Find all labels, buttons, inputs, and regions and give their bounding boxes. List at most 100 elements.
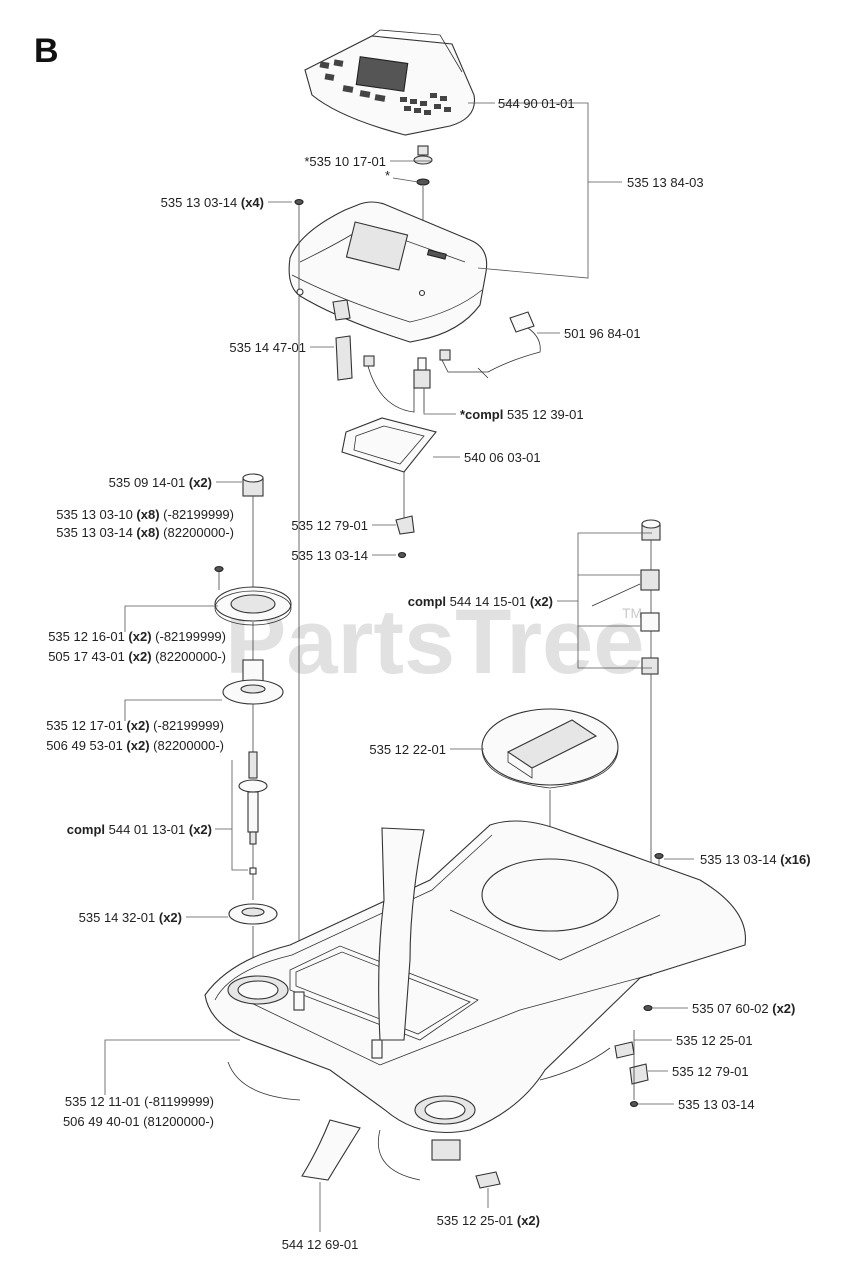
switch-drawing [363,355,431,413]
callout-535-13-03-14-x16[interactable]: 535 13 03-14 (x16) [700,852,811,867]
callout-part: (x2) [530,594,553,609]
callout-part: (-82199999) [160,507,234,522]
callout-506-49-53-01[interactable]: 506 49 53-01 (x2) (82200000-) [46,738,224,753]
callout-535-12-25-01-x2[interactable]: 535 12 25-01 (x2) [437,1213,540,1228]
callout-part: 535 13 84-03 [627,175,704,190]
callout-part: (x2) [189,475,212,490]
callout-part: (x2) [517,1213,540,1228]
sleeve-drawing [222,659,284,755]
callout-part: 535 12 79-01 [291,518,368,533]
callout-part: 544 01 13-01 [105,822,189,837]
callout-part: 501 96 84-01 [564,326,641,341]
callout-part: *535 10 17-01 [304,154,386,169]
callout-535-12-25-01[interactable]: 535 12 25-01 [676,1033,753,1048]
callout-part: 535 13 03-10 [56,507,136,522]
callout-part: (x2) [126,738,149,753]
callout-part: 535 12 11-01 (-81199999) [65,1094,214,1109]
callout-part: 535 12 79-01 [672,1064,749,1079]
callout-part: (x4) [241,195,264,210]
callout-540-06-03-01[interactable]: 540 06 03-01 [464,450,541,465]
callout-part: (x2) [159,910,182,925]
label-drawing [335,335,353,381]
shaft-drawing [238,751,268,900]
callout-labels: 544 90 01-01 *535 10 17-01 * 535 13 84-0… [46,96,810,1252]
callout-535-12-79-01-bottom[interactable]: 535 12 79-01 [672,1064,749,1079]
callout-part: (x2) [126,718,149,733]
watermark-tm: TM [622,605,642,621]
callout-part: 535 13 03-14 [56,525,136,540]
callout-535-13-84-03[interactable]: 535 13 84-03 [627,175,704,190]
callout-part: 535 13 03-14 [161,195,241,210]
callout-part: 535 13 03-14 [291,548,368,563]
callout-part: 544 14 15-01 [446,594,530,609]
callout-part: (x2) [772,1001,795,1016]
callout-535-13-03-10[interactable]: 535 13 03-10 (x8) (-82199999) [56,507,234,522]
clip-drawing [395,515,415,559]
callout-535-13-03-14-x4[interactable]: 535 13 03-14 (x4) [161,195,264,210]
callout-part: (x2) [189,822,212,837]
callout-535-10-17-01[interactable]: *535 10 17-01 [304,154,386,169]
top-cover-drawing [288,201,488,343]
callout-part: 535 12 17-01 [46,718,126,733]
callout-part: 544 90 01-01 [498,96,575,111]
callout-part: 535 12 22-01 [369,742,446,757]
callout-501-96-84-01[interactable]: 501 96 84-01 [564,326,641,341]
cable-drawing [439,311,541,379]
callout-part: (82200000-) [152,649,226,664]
callout-506-49-40-01[interactable]: 506 49 40-01 (81200000-) [63,1114,214,1129]
callout-part: (x2) [128,649,151,664]
callout-part: 540 06 03-01 [464,450,541,465]
callout-535-12-22-01[interactable]: 535 12 22-01 [369,742,446,757]
callout-535-13-03-14-x8[interactable]: 535 13 03-14 (x8) (82200000-) [56,525,234,540]
callout-505-17-43-01[interactable]: 505 17 43-01 (x2) (82200000-) [48,649,226,664]
callout-part: *compl [460,407,503,422]
callout-part: 535 12 39-01 [503,407,583,422]
callout-part: 505 17 43-01 [48,649,128,664]
callout-part: * [385,168,390,183]
callout-535-12-79-01-top[interactable]: 535 12 79-01 [291,518,368,533]
washer-drawing [228,903,278,970]
ribbon-cable-drawing [301,827,425,1181]
callout-544-01-13-01[interactable]: compl 544 01 13-01 (x2) [67,822,212,837]
callout-535-13-03-14-bottom[interactable]: 535 13 03-14 [678,1097,755,1112]
callout-part: 535 14 32-01 [79,910,159,925]
leader-lines [104,102,694,1232]
plate-drawing [214,586,292,660]
callout-544-14-15-01[interactable]: compl 544 14 15-01 (x2) [408,594,553,609]
callout-part: 544 12 69-01 [282,1237,359,1252]
callout-part: (82200000-) [160,525,234,540]
callout-535-12-11-01[interactable]: 535 12 11-01 (-81199999) [65,1094,214,1109]
callout-535-12-39-01[interactable]: *compl 535 12 39-01 [460,407,584,422]
callout-part: (x2) [128,629,151,644]
cap-drawing [242,473,264,588]
spacer-stack-drawing [591,519,661,976]
callout-535-14-32-01[interactable]: 535 14 32-01 (x2) [79,910,182,925]
small-screw-drawing [214,565,224,590]
callout-star[interactable]: * [385,168,390,183]
callout-544-90-01-01[interactable]: 544 90 01-01 [498,96,575,111]
base-chassis-drawing [204,820,746,1181]
callout-part: 535 12 25-01 [437,1213,517,1228]
callout-535-13-03-14-top[interactable]: 535 13 03-14 [291,548,368,563]
callout-part: (-82199999) [152,629,226,644]
callout-part: (82200000-) [150,738,224,753]
callout-part: 506 49 40-01 (81200000-) [63,1114,214,1129]
callout-part: compl [67,822,105,837]
callout-part: 535 14 47-01 [229,340,306,355]
callout-part: compl [408,594,446,609]
callout-part: 535 13 03-14 [678,1097,755,1112]
callout-535-07-60-02[interactable]: 535 07 60-02 (x2) [692,1001,795,1016]
callout-part: 535 12 16-01 [48,629,128,644]
right-fasteners-drawing [475,1004,653,1189]
watermark: PartsTree [225,591,644,693]
callout-535-14-47-01[interactable]: 535 14 47-01 [229,340,306,355]
callout-part: (x16) [780,852,810,867]
callout-part: 535 12 25-01 [676,1033,753,1048]
callout-535-09-14-01[interactable]: 535 09 14-01 (x2) [109,475,212,490]
callout-544-12-69-01[interactable]: 544 12 69-01 [282,1237,359,1252]
callout-535-12-16-01[interactable]: 535 12 16-01 (x2) (-82199999) [48,629,226,644]
callout-part: (x8) [136,525,159,540]
callout-535-12-17-01[interactable]: 535 12 17-01 (x2) (-82199999) [46,718,224,733]
callout-part: 535 09 14-01 [109,475,189,490]
